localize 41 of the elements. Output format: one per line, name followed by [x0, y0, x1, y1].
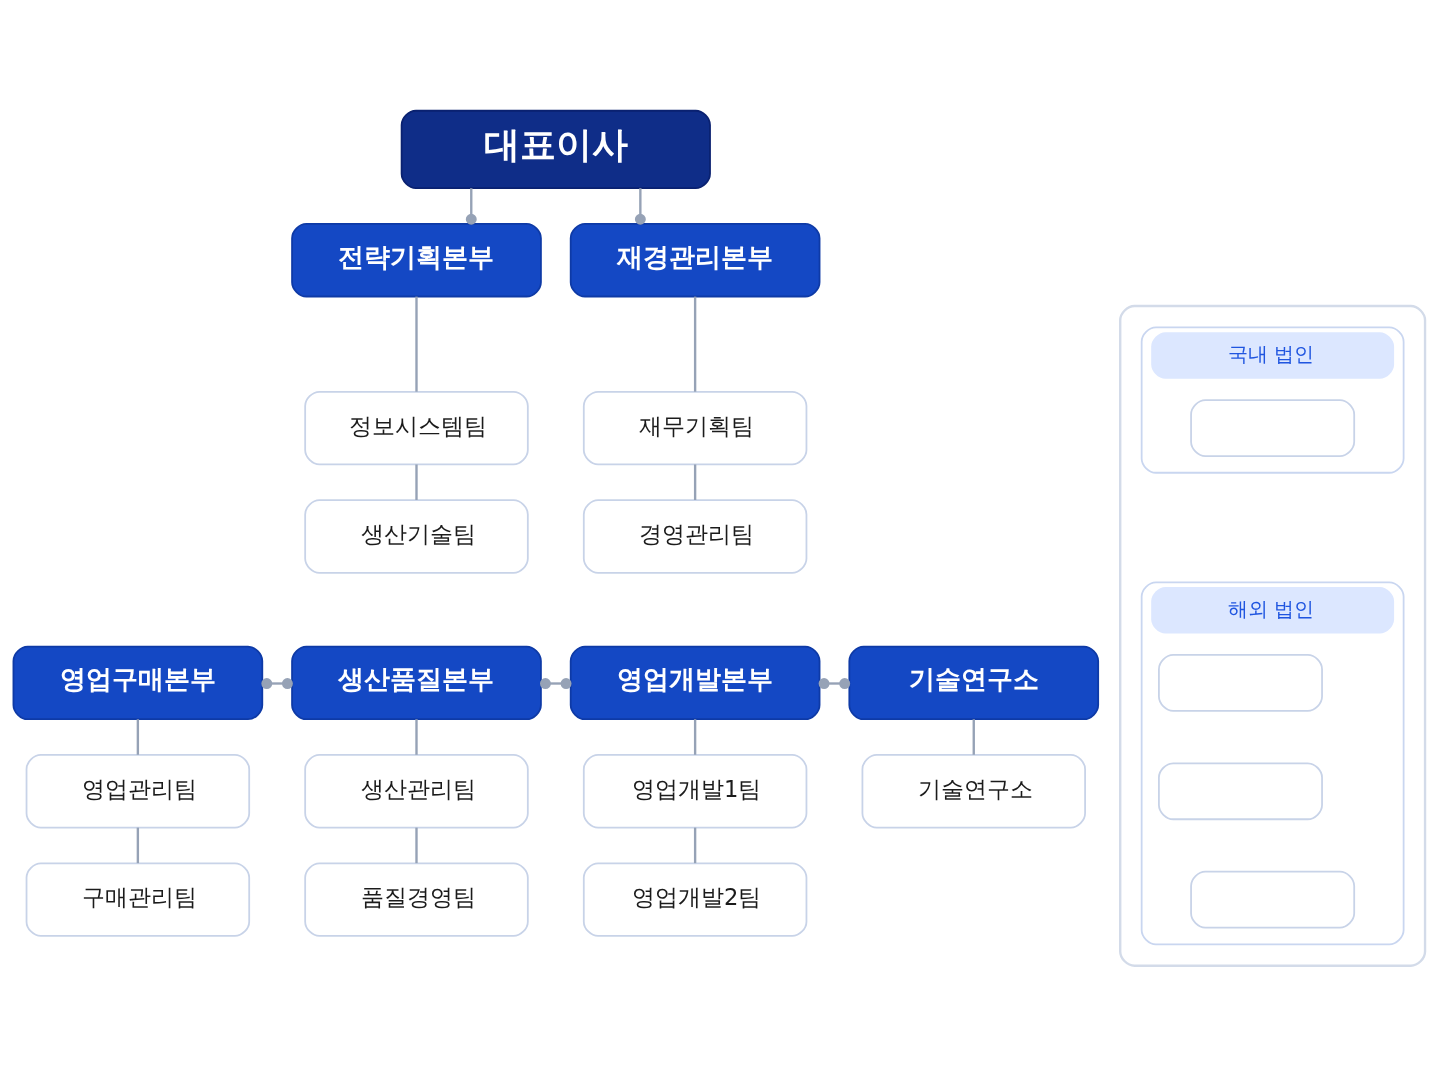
cluster: 해외 법인	[1140, 581, 1405, 946]
node-box: 기술연구소	[848, 645, 1100, 721]
node-box: 대표이사	[400, 109, 711, 190]
node-box: 생산관리팀	[304, 754, 529, 829]
node-box: 영업구매본부	[12, 645, 264, 721]
node-box: 영업개발본부	[569, 645, 821, 721]
connector	[415, 827, 418, 864]
node-box: 구매관리팀	[25, 862, 251, 937]
connector	[693, 464, 697, 500]
node-box: 재무기획팀	[582, 390, 808, 466]
node-box: 영업개발1팀	[582, 754, 808, 829]
node-box: 기술연구소	[861, 754, 1086, 829]
connector	[136, 719, 140, 755]
connector	[693, 296, 697, 392]
node-box: 정보시스템팀	[304, 390, 529, 466]
connector	[693, 719, 697, 755]
connector	[136, 827, 140, 864]
node-box: 전략기획본부	[291, 223, 542, 298]
connector	[415, 719, 418, 755]
node-box	[1190, 870, 1356, 929]
node-box: 품질경영팀	[304, 862, 529, 937]
node-box: 생산품질본부	[291, 645, 542, 721]
connector	[415, 296, 418, 392]
node-box	[1190, 399, 1356, 457]
connector	[693, 827, 697, 864]
node-box	[1158, 654, 1323, 712]
node-box: 영업개발2팀	[582, 862, 808, 937]
connector	[539, 678, 572, 689]
connector	[818, 678, 851, 689]
node-box	[1158, 762, 1323, 821]
cluster: 국내 법인	[1140, 326, 1405, 474]
node-box: 영업관리팀	[25, 754, 251, 829]
node-box: 생산기술팀	[304, 499, 529, 574]
connector	[634, 188, 646, 225]
connector	[972, 719, 975, 755]
node-box: 경영관리팀	[582, 499, 808, 574]
connector	[415, 464, 418, 500]
cluster	[1119, 304, 1427, 967]
node-box: 재경관리본부	[569, 223, 821, 298]
connector	[465, 188, 477, 225]
connector	[261, 678, 293, 689]
